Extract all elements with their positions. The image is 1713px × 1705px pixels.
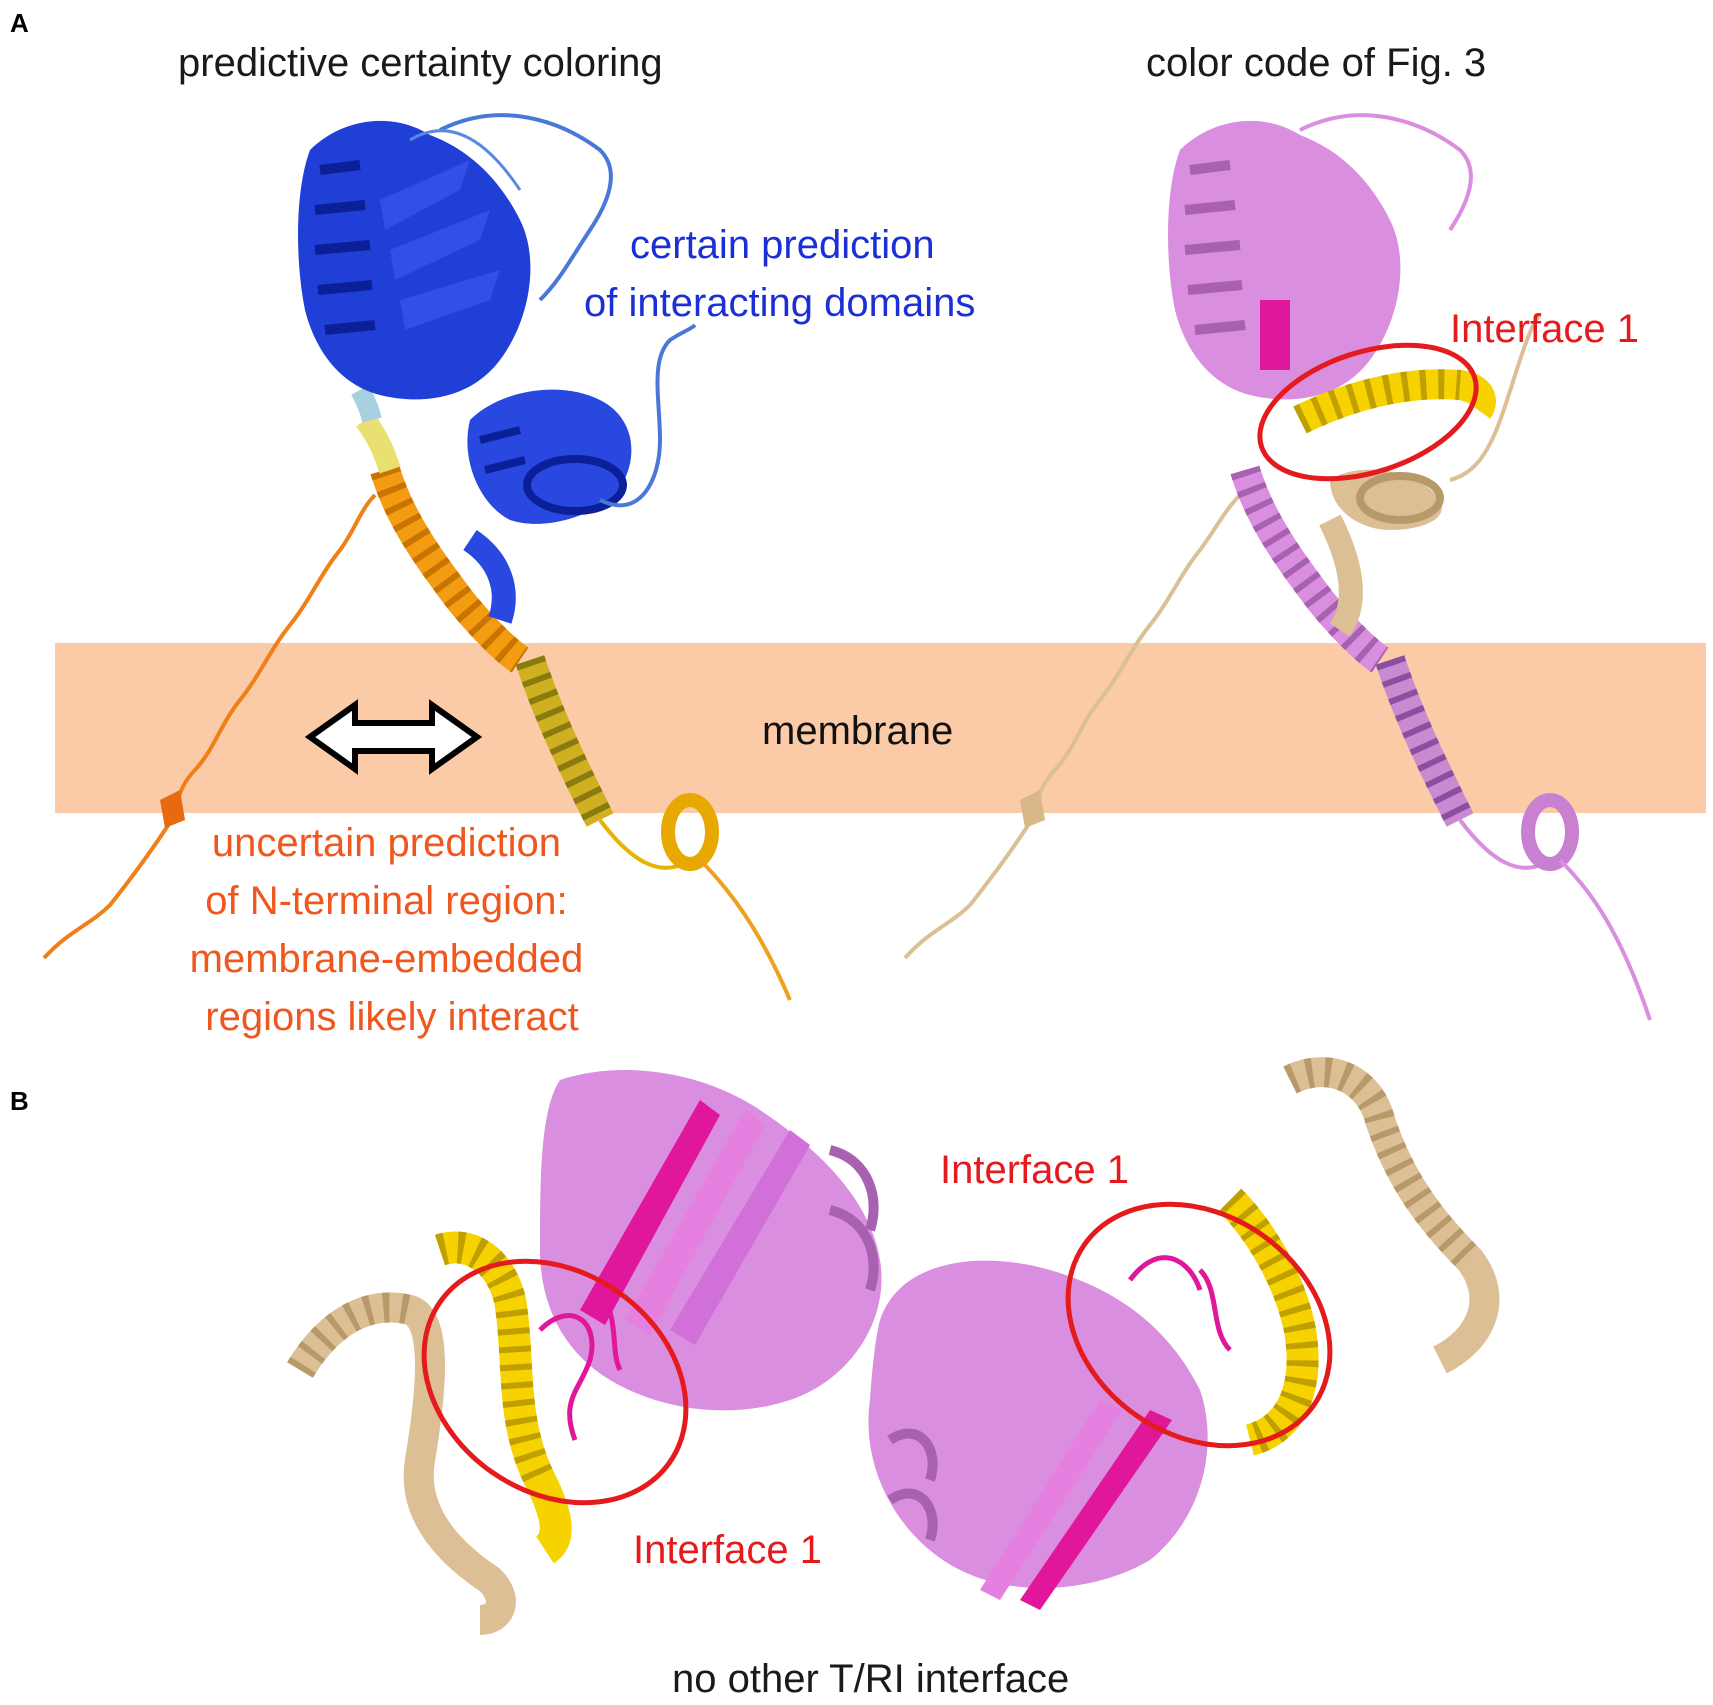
panel-a: A predictive certainty coloring color co… [10,8,1706,1039]
panel-b-letter: B [10,1086,29,1116]
n-terminal-short-helix [160,790,185,828]
linker-region [356,413,401,474]
certain-label-line-1: certain prediction [630,223,935,267]
interface-strand-magenta [1260,300,1290,370]
uncertain-label-line-2: of N-terminal region: [205,879,567,923]
interface-1-ellipse-left [421,1258,689,1506]
protein-structure-fig3-colors: Interface 1 [903,113,1652,1021]
uncertain-prediction-label: uncertain prediction of N-terminal regio… [190,821,595,1039]
protein-structure-certainty: certain prediction of interacting domain… [42,113,975,1039]
yellow-interface-helix [1293,369,1496,434]
interface-strand-right [1020,1410,1172,1610]
membrane-label: membrane [762,709,953,753]
tan-helical-domain [1319,313,1542,637]
certain-prediction-label: certain prediction of interacting domain… [584,223,975,325]
panel-b-caption: no other T/RI interface [672,1657,1069,1701]
uncertain-label-line-4: regions likely interact [205,995,579,1039]
certain-label-line-2: of interacting domains [584,281,975,325]
panel-a-letter: A [10,8,29,38]
interface-strand-left [580,1100,720,1325]
panel-b-right-structure: Interface 1 [868,1057,1500,1610]
interface-1-ellipse [1257,342,1479,482]
second-helical-domain-blue [462,323,697,624]
interface-1-label-b-left: Interface 1 [633,1528,822,1572]
double-headed-arrow-icon [304,699,483,775]
interface-1-label-a: Interface 1 [1450,307,1639,351]
globular-domain-violet [1168,113,1473,400]
n-terminal-tail [42,493,377,960]
transmembrane-helix [370,465,792,1001]
globular-domain-blue [298,113,613,400]
panel-b-left-structure: Interface 1 [287,1070,882,1635]
uncertain-label-line-1: uncertain prediction [212,821,561,865]
interface-1-label-b-right: Interface 1 [940,1148,1129,1192]
uncertain-label-line-3: membrane-embedded [190,937,584,981]
panel-b: B Interface 1 [10,1057,1500,1701]
transmembrane-helix-violet [1230,465,1652,1021]
panel-a-right-title: color code of Fig. 3 [1146,41,1486,85]
panel-a-left-title: predictive certainty coloring [178,41,663,85]
interface-1-ellipse-right [1065,1201,1333,1449]
n-terminal-tail-tan [903,493,1242,960]
